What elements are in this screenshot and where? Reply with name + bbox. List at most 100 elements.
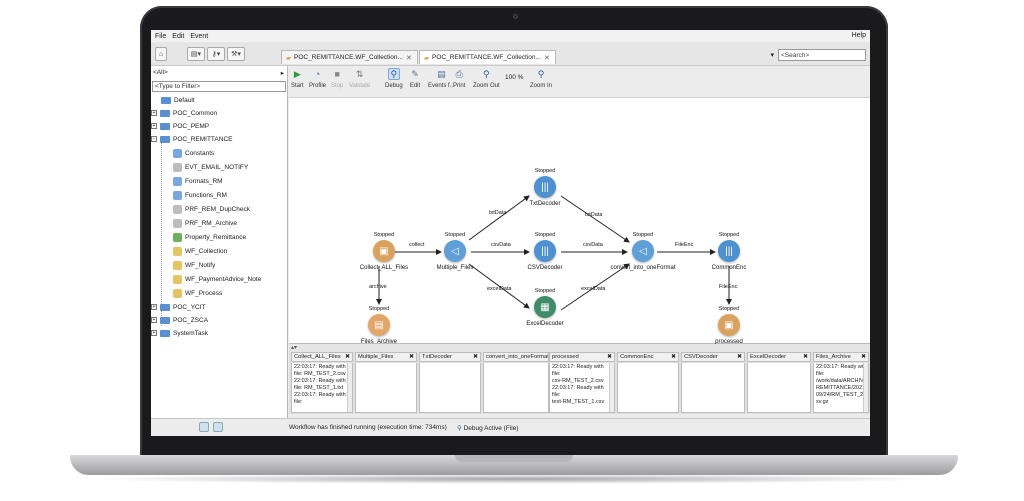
scope-select[interactable]: <All> ▸ <box>153 69 286 79</box>
print-button[interactable]: ⎙Print <box>453 68 465 90</box>
workflow-canvas[interactable]: collect archive txtData csvData excelDat… <box>289 98 870 345</box>
pane-collect-all-files[interactable]: Collect_ALL_Files✖ 22:03:17: Ready with … <box>291 352 353 414</box>
node-commonenc[interactable]: Stopped ||| CommonEnc <box>709 232 749 271</box>
validate-button[interactable]: ⇅Validate <box>349 68 370 90</box>
home-button[interactable]: ⌂ <box>155 47 167 61</box>
pane-txtdecoder[interactable]: TxtDecoder✖ <box>419 352 481 414</box>
close-icon[interactable]: ✖ <box>345 354 350 360</box>
menu-help[interactable]: Help <box>851 32 866 39</box>
node-label: Collect_ALL_Files <box>359 265 409 271</box>
tree-item-poc-zsca[interactable]: +POC_ZSCA <box>151 314 208 326</box>
tree-item-evt-email-notify[interactable]: EVT_EMAIL_NOTIFY <box>173 161 248 173</box>
tree-item-prf-rm-archive[interactable]: PRF_RM_Archive <box>173 217 237 229</box>
filter-input[interactable]: <Type to Filter> <box>152 81 286 92</box>
tree-item-poc-remittance[interactable]: −POC_REMITTANCE <box>151 133 232 145</box>
tree-item-poc-common[interactable]: +POC_Common <box>151 107 217 119</box>
pane-exceldecoder[interactable]: ExcelDecoder ✖ <box>747 352 811 414</box>
node-status: Stopped <box>718 306 740 312</box>
close-icon[interactable]: ✕ <box>543 54 550 62</box>
pane-splitter[interactable]: ▴▾ <box>289 344 870 352</box>
tree-item-systemtask[interactable]: +SystemTask <box>151 327 208 339</box>
decoder-icon: ||| <box>534 176 556 198</box>
close-icon[interactable]: ✖ <box>473 354 478 360</box>
edge-label-exceldata-out: excelData <box>581 286 606 292</box>
search-input[interactable]: <Search> <box>778 49 866 61</box>
close-icon[interactable]: ✖ <box>671 354 676 360</box>
close-icon[interactable]: ✕ <box>405 54 412 62</box>
debug-button[interactable]: ⚲Debug <box>385 68 403 89</box>
tree-item-formats-rm[interactable]: Formats_RM <box>173 175 223 187</box>
close-icon[interactable]: ✖ <box>409 354 414 360</box>
profile-button[interactable]: ◔Profile <box>309 68 326 89</box>
node-csvdecoder[interactable]: Stopped ||| CSVDecoder <box>525 232 565 271</box>
tab-workflow-2[interactable]: ▰ POC_REMITTANCE.WF_Collection... ✕ <box>419 50 556 64</box>
close-icon[interactable]: ✖ <box>607 354 612 360</box>
node-exceldecoder[interactable]: Stopped ▦ ExcelDecoder <box>525 288 565 327</box>
pane-title: ExcelDecoder <box>750 354 787 360</box>
pane-multiple-files[interactable]: Multiple_Files✖ <box>355 352 417 414</box>
tree-item-wf-notify[interactable]: WF_Notify <box>173 259 215 271</box>
pane-commonenc[interactable]: CommonEnc✖ <box>617 352 679 414</box>
tree-label: PRF_RM_Archive <box>185 219 238 227</box>
close-icon[interactable]: ✖ <box>861 354 866 360</box>
node-convert-into-oneformat[interactable]: Stopped ◁ convert_into_oneFormat <box>610 232 675 271</box>
scrollbar[interactable] <box>863 363 868 412</box>
tree-item-wf-collection[interactable]: WF_Collection <box>173 245 227 257</box>
tree-item-prf-rem-dupcheck[interactable]: PRF_REM_DupCheck <box>173 203 250 215</box>
folder-icon <box>160 303 170 311</box>
panel-toggle-button[interactable] <box>199 422 209 432</box>
settings-button[interactable]: ⚒▾ <box>227 47 245 61</box>
edge-label-txtdata-out: txtData <box>585 212 603 218</box>
edit-button[interactable]: ✎Edit <box>409 68 421 90</box>
tree-item-property-remittance[interactable]: Property_Remittance <box>173 231 246 243</box>
expand-icon[interactable]: + <box>151 304 157 310</box>
start-button[interactable]: ▶Start <box>291 68 304 90</box>
tree-item-constants[interactable]: Constants <box>173 147 214 159</box>
scrollbar[interactable] <box>609 363 614 412</box>
menu-event[interactable]: Event <box>190 32 209 40</box>
collapse-icon[interactable]: − <box>151 136 157 142</box>
folder-icon <box>160 316 170 324</box>
expand-icon[interactable]: + <box>151 317 157 323</box>
tree-item-poc-pemp[interactable]: + POC_PEMP <box>151 120 209 132</box>
menu-file[interactable]: File <box>155 32 167 40</box>
scrollbar[interactable] <box>347 363 352 412</box>
expand-icon[interactable]: + <box>151 110 157 116</box>
expand-icon[interactable]: + <box>151 123 157 129</box>
chevron-down-icon[interactable]: ▾ <box>770 52 774 59</box>
tree-item-wf-process[interactable]: WF_Process <box>173 287 222 299</box>
tree-item-poc-ycit[interactable]: +POC_YCIT <box>151 301 206 313</box>
tools-button[interactable]: ⚷▾ <box>207 47 225 61</box>
zoom-in-button[interactable]: ⚲Zoom In <box>530 68 552 90</box>
node-collect-all-files[interactable]: Stopped ▣ Collect_ALL_Files <box>359 232 409 271</box>
tab-workflow-1[interactable]: ▰ POC_REMITTANCE.WF_Collection... ✕ <box>281 50 418 64</box>
tree-item-wf-paymentadvice-note[interactable]: WF_PaymentAdvice_Note <box>173 273 261 285</box>
menu-edit[interactable]: Edit <box>172 32 185 40</box>
stop-button[interactable]: ■Stop <box>331 68 343 89</box>
pane-convert-into-oneformat[interactable]: convert_into_oneFormat✖ <box>483 352 549 414</box>
close-icon[interactable]: ✖ <box>803 354 808 360</box>
panel-toggle-button-2[interactable] <box>213 422 223 432</box>
tree-item-functions-rm[interactable]: Functions_RM <box>173 189 227 201</box>
node-files-archive[interactable]: Stopped ▤ Files_Archive <box>359 306 399 345</box>
expand-icon[interactable]: + <box>151 330 157 336</box>
tree-label: POC_PEMP <box>173 122 210 130</box>
close-icon[interactable]: ✖ <box>737 354 742 360</box>
pane-processed[interactable]: processed✖ 22:03:17: Ready with file: cs… <box>549 352 615 414</box>
events-label: Events f... <box>428 83 455 89</box>
node-status: Stopped <box>632 232 654 238</box>
pane-files-archive[interactable]: Files_Archive✖ 22:03:17: Ready with file… <box>813 352 869 414</box>
tree-connector <box>161 136 162 326</box>
pane-csvdecoder[interactable]: CSVDecoder✖ <box>681 352 745 414</box>
node-txtdecoder[interactable]: Stopped ||| TxtDecoder <box>525 168 565 207</box>
edge-label-fileenc: FileEnc <box>675 242 694 248</box>
pane-title: Collect_ALL_Files <box>294 354 341 360</box>
format-icon <box>173 176 182 186</box>
events-button[interactable]: ▤Events f... <box>428 68 455 90</box>
zoom-out-button[interactable]: ⚲Zoom Out <box>473 68 500 90</box>
node-multiple-files[interactable]: Stopped ◁ Multiple_Files <box>435 232 475 271</box>
workflow-edges <box>376 195 732 311</box>
new-button[interactable]: ▤▾ <box>187 47 205 61</box>
node-processed[interactable]: Stopped ▣ processed <box>709 306 749 345</box>
tree-item-default[interactable]: Default <box>161 94 195 106</box>
